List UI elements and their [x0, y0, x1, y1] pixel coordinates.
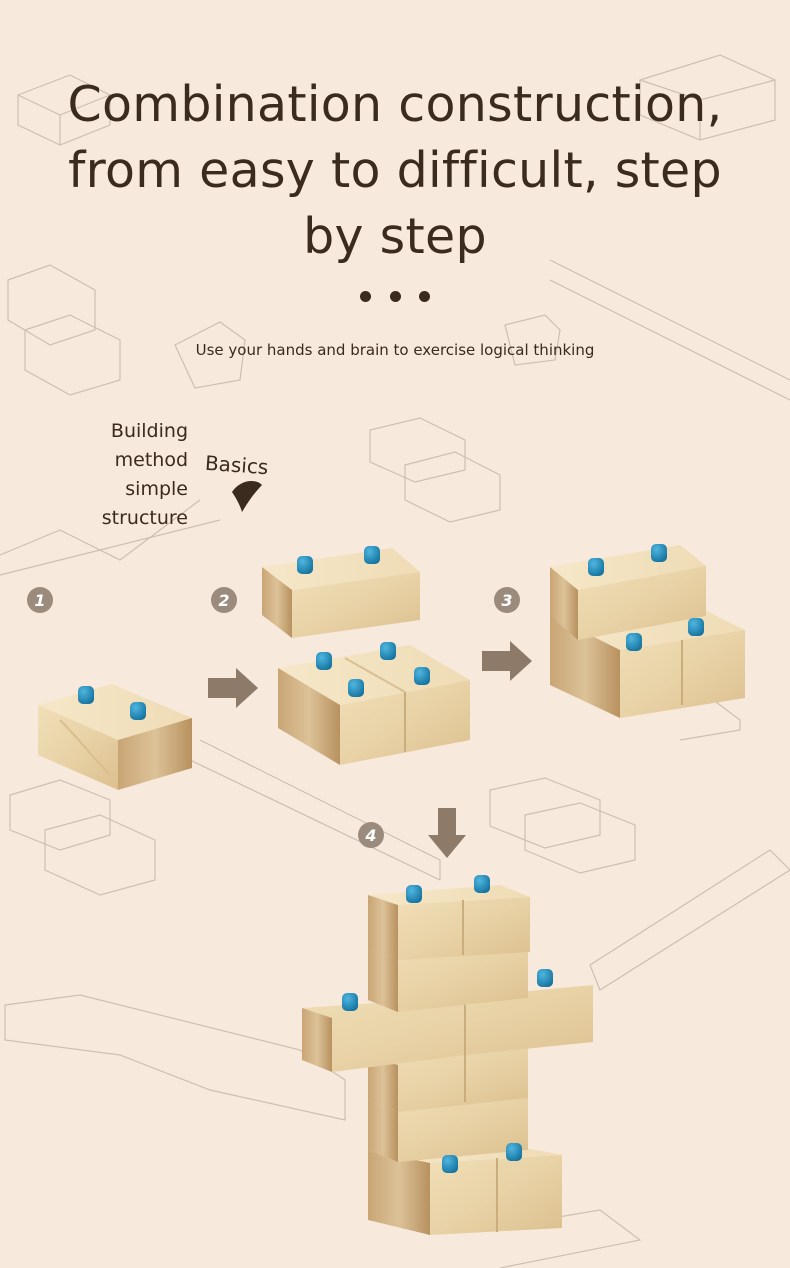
step2-top-pegs — [297, 546, 380, 574]
step3-pegs — [588, 544, 704, 651]
basics-label: Basics — [204, 450, 270, 480]
dot-icon — [360, 291, 371, 302]
down-arrow — [428, 808, 466, 858]
method-line: Building — [110, 420, 188, 442]
step2-bottom-blocks — [278, 645, 470, 765]
step-badge-1: 1 — [27, 587, 53, 613]
background-sketches — [0, 54, 790, 1268]
method-line: structure — [101, 507, 188, 529]
dot-icon — [389, 291, 401, 302]
right-arrow-2 — [482, 641, 532, 681]
method-label: Building method simple structure — [60, 417, 188, 533]
dots-divider — [360, 291, 430, 305]
step4-tower — [302, 885, 593, 1235]
method-line: method — [114, 449, 188, 471]
right-arrow-1 — [208, 668, 258, 708]
step4-pegs — [342, 875, 553, 1173]
step1-pegs — [78, 686, 146, 720]
step2-top-block — [262, 548, 420, 638]
headline: Combination construction, from easy to d… — [67, 76, 723, 265]
method-line: simple — [125, 478, 188, 500]
step-badge-2: 2 — [211, 587, 237, 613]
dot-icon — [419, 291, 430, 302]
step-badge-4: 4 — [358, 822, 384, 848]
basics-pointer-icon — [232, 480, 262, 512]
step2-bottom-pegs — [316, 642, 430, 697]
step-badge-3: 3 — [494, 587, 520, 613]
subtitle: Use your hands and brain to exercise log… — [195, 341, 595, 359]
step1-block — [38, 684, 192, 790]
